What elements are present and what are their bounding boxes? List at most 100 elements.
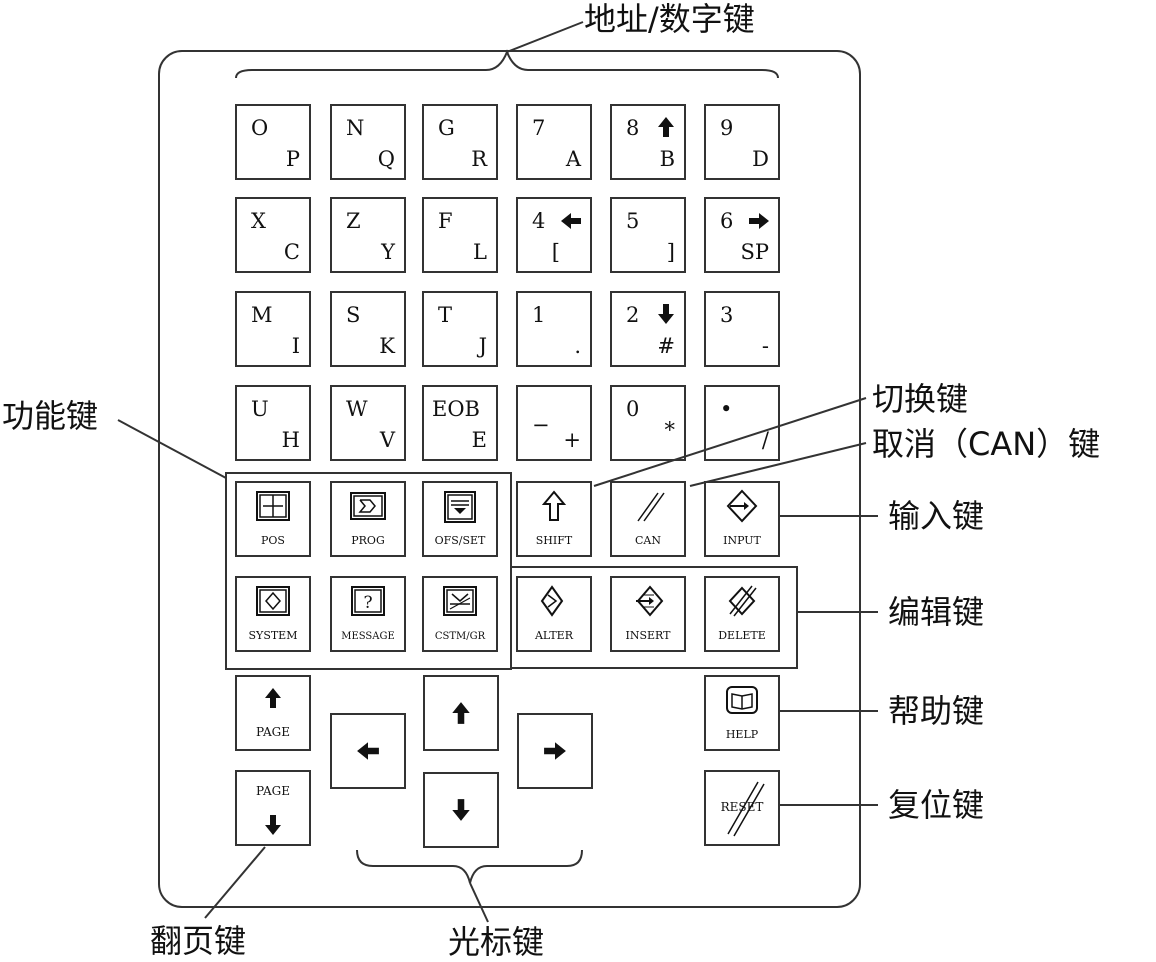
input-button[interactable]: INPUT [704, 481, 780, 557]
page-down-button[interactable]: PAGE [235, 770, 311, 846]
key-z-y[interactable]: Z Y [330, 197, 406, 273]
pos-button[interactable]: POS [235, 481, 311, 557]
key-x-c[interactable]: X C [235, 197, 311, 273]
down-arrow-icon [265, 815, 281, 835]
key-secondary-label: D [752, 147, 769, 171]
key-secondary-label: H [281, 428, 300, 452]
key-t-j[interactable]: T J [422, 291, 498, 367]
cancel-slash-icon [637, 492, 665, 522]
key-2-hash[interactable]: 2 # [610, 291, 686, 367]
key-primary-label: 8 [626, 116, 640, 140]
key-secondary-label: K [379, 334, 395, 358]
cursor-up-button[interactable] [423, 675, 499, 751]
key-point-slash[interactable]: • / [704, 385, 780, 461]
custom-graph-icon [443, 586, 477, 616]
key-secondary-label: P [285, 147, 300, 171]
insert-label: INSERT [625, 629, 671, 642]
key-9-d[interactable]: 9 D [704, 104, 780, 180]
key-f-l[interactable]: F L [422, 197, 498, 273]
key-primary-label: 5 [626, 209, 640, 233]
program-icon [350, 492, 386, 520]
key-secondary-label: Y [381, 240, 395, 264]
key-primary-label: − [532, 413, 550, 437]
key-primary-label: 2 [626, 303, 640, 327]
key-n-q[interactable]: N Q [330, 104, 406, 180]
shift-annotation: 切换键 [872, 380, 969, 418]
alter-button[interactable]: ALTER [516, 576, 592, 652]
insert-button[interactable]: INSERT [610, 576, 686, 652]
key-minus-plus[interactable]: − + [516, 385, 592, 461]
key-primary-label: X [251, 209, 266, 233]
ofs-set-button[interactable]: OFS/SET [422, 481, 498, 557]
input-label: INPUT [723, 534, 761, 547]
key-primary-label: 9 [720, 116, 734, 140]
key-secondary-label: SP [740, 240, 769, 264]
left-arrow-icon [561, 213, 581, 229]
key-s-k[interactable]: S K [330, 291, 406, 367]
insert-icon [636, 585, 664, 617]
cursor-right-button[interactable] [517, 713, 593, 789]
key-primary-label: M [251, 303, 273, 327]
key-secondary-label: ] [666, 240, 675, 264]
down-arrow-icon [658, 304, 674, 324]
key-secondary-label: [ [551, 240, 560, 264]
key-primary-label: 3 [720, 303, 734, 327]
edit-annotation: 编辑键 [888, 593, 985, 631]
page-annotation: 翻页键 [150, 922, 247, 960]
custom-graph-button[interactable]: CSTM/GR [422, 576, 498, 652]
key-1-dot[interactable]: 1 . [516, 291, 592, 367]
help-button[interactable]: HELP [704, 675, 780, 751]
key-u-h[interactable]: U H [235, 385, 311, 461]
up-arrow-icon [452, 702, 470, 724]
right-arrow-icon [544, 742, 566, 760]
offset-setting-icon [444, 491, 476, 523]
key-7-a[interactable]: 7 A [516, 104, 592, 180]
delete-button[interactable]: DELETE [704, 576, 780, 652]
key-m-i[interactable]: M I [235, 291, 311, 367]
prog-button[interactable]: PROG [330, 481, 406, 557]
key-o-p[interactable]: O P [235, 104, 311, 180]
reset-button[interactable]: RESET [704, 770, 780, 846]
position-display-icon [256, 491, 290, 521]
key-w-v[interactable]: W V [330, 385, 406, 461]
key-primary-label: Z [346, 209, 361, 233]
key-primary-label: EOB [432, 397, 480, 421]
key-4-bracket[interactable]: 4 [ [516, 197, 592, 273]
key-eob-e[interactable]: EOB E [422, 385, 498, 461]
key-primary-label: T [438, 303, 453, 327]
cursor-left-button[interactable] [330, 713, 406, 789]
key-secondary-label: E [471, 428, 487, 452]
key-primary-label: 0 [626, 397, 640, 421]
shift-label: SHIFT [535, 534, 573, 547]
key-8-b[interactable]: 8 B [610, 104, 686, 180]
key-0-star[interactable]: 0 * [610, 385, 686, 461]
help-annotation: 帮助键 [888, 692, 985, 730]
key-3-dash[interactable]: 3 - [704, 291, 780, 367]
page-down-label: PAGE [256, 784, 290, 798]
left-arrow-icon [357, 742, 379, 760]
reset-label: RESET [720, 800, 764, 814]
pos-label: POS [261, 534, 285, 547]
delete-label: DELETE [718, 629, 766, 642]
right-arrow-icon [749, 213, 769, 229]
key-primary-label: F [438, 209, 453, 233]
key-secondary-label: V [379, 428, 395, 452]
can-button[interactable]: CAN [610, 481, 686, 557]
key-g-r[interactable]: G R [422, 104, 498, 180]
message-button[interactable]: ? MESSAGE [330, 576, 406, 652]
input-icon [726, 489, 758, 523]
key-5-bracket[interactable]: 5 ] [610, 197, 686, 273]
key-secondary-label: # [657, 334, 675, 358]
key-primary-label: W [346, 397, 368, 421]
shift-button[interactable]: SHIFT [516, 481, 592, 557]
key-6-sp[interactable]: 6 SP [704, 197, 780, 273]
page-up-button[interactable]: PAGE [235, 675, 311, 751]
system-icon [256, 586, 290, 616]
key-secondary-label: - [761, 334, 769, 358]
help-book-icon [726, 686, 758, 714]
alter-label: ALTER [534, 629, 573, 642]
alter-icon [540, 585, 564, 617]
key-primary-label: 1 [532, 303, 546, 327]
cursor-down-button[interactable] [423, 772, 499, 848]
system-button[interactable]: SYSTEM [235, 576, 311, 652]
